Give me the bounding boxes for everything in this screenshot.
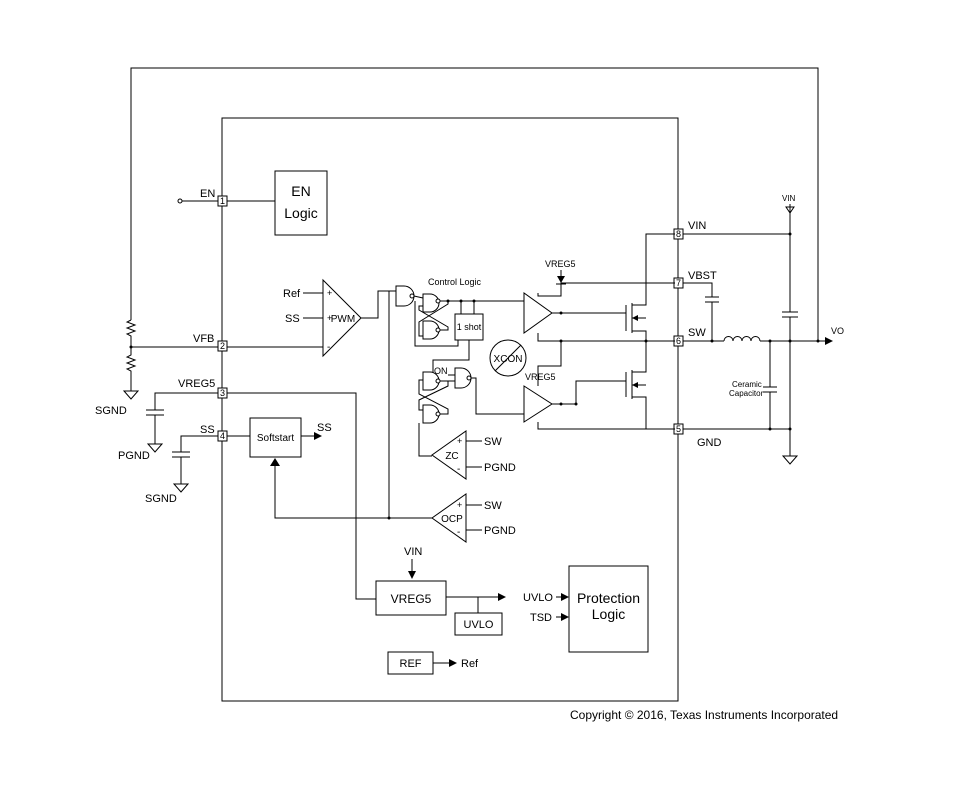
xcon-block: XCON (489, 339, 527, 377)
vreg5-vin-label: VIN (404, 546, 422, 558)
svg-text:PWM: PWM (331, 314, 355, 325)
svg-text:+: + (457, 436, 462, 446)
copyright-notice: Copyright © 2016, Texas Instruments Inco… (570, 708, 838, 722)
ground-label-sgnd-2: SGND (145, 493, 177, 505)
en-input-terminal (177, 198, 183, 204)
uvlo-block: UVLO (454, 612, 503, 636)
ocp-input-pgnd: PGND (484, 525, 516, 537)
pwm-input-ref: Ref (283, 288, 301, 300)
pin-label-vin: VIN (688, 220, 706, 232)
pwm-comparator: PWM + + - (322, 278, 362, 358)
feedback-resistor-top (125, 319, 137, 347)
protection-input-uvlo: UVLO (523, 592, 553, 604)
ref-block: REF (387, 651, 434, 675)
pin-label-vfb: VFB (193, 333, 214, 345)
softstart-output-label: SS (317, 422, 332, 434)
ref-output-label: Ref (461, 658, 479, 670)
output-inductor (723, 336, 761, 342)
pin-3-vreg5: 3 (217, 387, 228, 399)
feedback-resistor-bottom (125, 347, 137, 383)
svg-text:1: 1 (220, 196, 225, 206)
svg-text:Softstart: Softstart (257, 433, 294, 444)
svg-text:4: 4 (220, 431, 225, 441)
protection-input-tsd: TSD (530, 612, 552, 624)
svg-text:XCON: XCON (494, 354, 523, 365)
pin-2-vfb: 2 (217, 340, 228, 352)
ground-label-sgnd-1: SGND (95, 405, 127, 417)
low-side-driver (523, 385, 553, 423)
svg-text:Logic: Logic (284, 205, 317, 221)
high-side-mosfet (552, 233, 675, 343)
ss-capacitor (172, 451, 190, 493)
svg-text:-: - (457, 527, 460, 538)
ceramic-capacitor-label-2: Capacitor (729, 389, 764, 398)
svg-text:EN: EN (291, 183, 310, 199)
vo-label: VO (831, 326, 844, 336)
low-side-mosfet (552, 341, 647, 429)
svg-text:Protection: Protection (577, 590, 640, 606)
pin-6-sw: 6 (673, 335, 684, 347)
svg-text:-: - (327, 342, 330, 353)
svg-text:UVLO: UVLO (464, 619, 494, 631)
pin-label-en: EN (200, 188, 215, 200)
pin-4-ss: 4 (217, 430, 228, 442)
ceramic-output-capacitor (763, 386, 777, 393)
feedback-loop-wire (130, 67, 819, 341)
svg-text:-: - (457, 464, 460, 475)
vreg5-top-label: VREG5 (545, 259, 576, 269)
input-capacitor (782, 311, 798, 318)
svg-text:+: + (327, 288, 332, 298)
svg-text:8: 8 (676, 229, 681, 239)
svg-text:5: 5 (676, 424, 681, 434)
vreg5-capacitor (146, 409, 164, 453)
on-label: ON (434, 366, 448, 376)
pin-5-gnd: 5 (673, 423, 684, 435)
svg-text:3: 3 (220, 388, 225, 398)
ic-boundary (221, 117, 679, 702)
pin-1-en: 1 (217, 195, 228, 207)
zc-input-sw: SW (484, 436, 502, 448)
control-logic-label: Control Logic (428, 277, 482, 287)
svg-text:ZC: ZC (445, 451, 458, 462)
high-side-driver (523, 292, 553, 334)
vreg5-internal-wire (227, 392, 376, 600)
pin-label-vbst: VBST (688, 270, 717, 282)
svg-text:REF: REF (400, 658, 422, 670)
protection-logic-block: Protection Logic (568, 565, 649, 653)
svg-text:+: + (457, 500, 462, 510)
zc-input-pgnd: PGND (484, 462, 516, 474)
ocp-to-softstart-wire (274, 466, 432, 519)
pin-7-vbst: 7 (673, 277, 684, 289)
ground-symbol-output (781, 452, 799, 465)
ground-label-pgnd: PGND (118, 450, 150, 462)
svg-text:6: 6 (676, 336, 681, 346)
svg-text:2: 2 (220, 341, 225, 351)
pin-label-gnd: GND (697, 437, 722, 449)
svg-text:VREG5: VREG5 (391, 592, 432, 606)
pwm-input-ss: SS (285, 313, 300, 325)
pin-label-sw: SW (688, 327, 706, 339)
pin-label-vreg5: VREG5 (178, 378, 215, 390)
vin-rail-label: VIN (782, 194, 796, 203)
svg-text:OCP: OCP (441, 514, 463, 525)
svg-text:7: 7 (676, 278, 681, 288)
svg-text:+: + (327, 313, 332, 323)
ceramic-capacitor-label-1: Ceramic (732, 380, 762, 389)
control-logic-gates: 1 shot (395, 285, 524, 424)
ocp-comparator: OCP + - (431, 493, 467, 543)
vreg5-driver-label: VREG5 (525, 372, 556, 382)
vreg5-block: VREG5 (375, 580, 447, 616)
en-logic-block: EN Logic (274, 170, 328, 236)
svg-text:Logic: Logic (592, 606, 625, 622)
zc-comparator: ZC + - (431, 430, 467, 480)
ground-symbol-sgnd-1 (122, 383, 140, 400)
bootstrap-capacitor (705, 296, 719, 303)
svg-text:1 shot: 1 shot (457, 322, 482, 332)
pin-label-ss: SS (200, 424, 215, 436)
ocp-input-sw: SW (484, 500, 502, 512)
softstart-block: Softstart (249, 417, 302, 458)
pin-8-vin: 8 (673, 228, 684, 240)
